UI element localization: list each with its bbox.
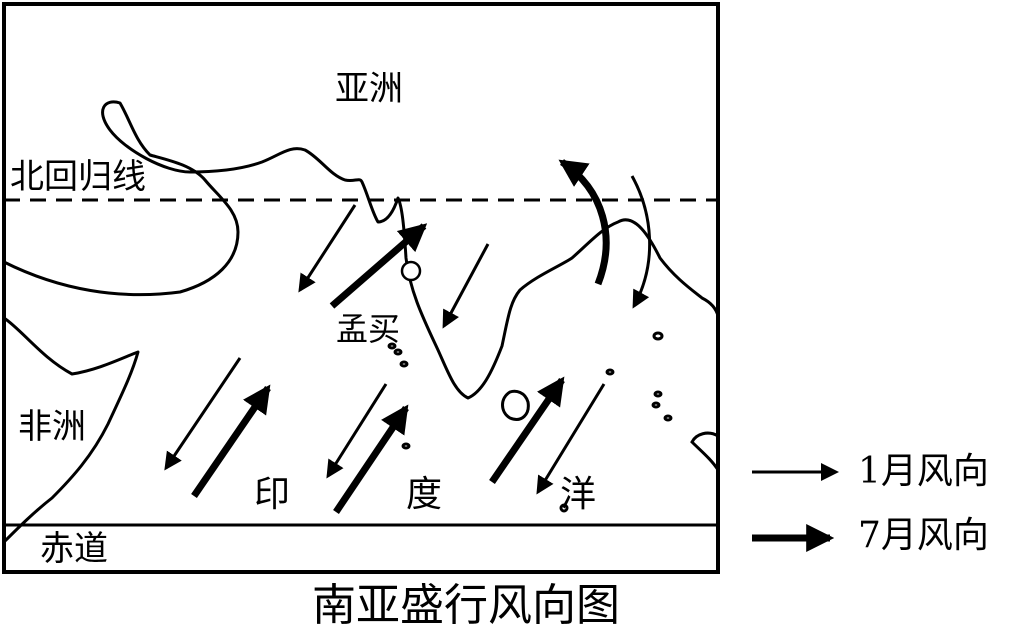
january-wind-arrow	[630, 175, 652, 309]
july-wind-arrows	[191, 159, 610, 514]
january-wind-arrow	[536, 383, 606, 495]
island-dot	[399, 360, 409, 368]
july-wind-arrow	[329, 223, 428, 309]
island-dot	[393, 348, 403, 356]
mumbai-marker	[400, 260, 422, 282]
indian-ocean-label-yang: 洋	[560, 474, 597, 515]
indian-ocean-label-yin: 印	[254, 474, 291, 515]
sumatra-coast	[690, 431, 720, 471]
map-frame	[2, 2, 720, 574]
tropic-of-cancer-label: 北回归线	[10, 157, 146, 197]
legend-july-label: 7月风向	[858, 515, 989, 556]
january-wind-arrow	[164, 357, 242, 471]
island-dot	[652, 331, 664, 341]
island-dot	[653, 390, 663, 398]
equator-label: 赤道	[40, 529, 108, 569]
indian-ocean-label-du: 度	[406, 474, 443, 515]
january-wind-arrow	[326, 383, 388, 479]
island-dot	[651, 401, 661, 409]
map-title: 南亚盛行风向图	[312, 580, 620, 631]
january-wind-arrow	[298, 204, 357, 293]
july-wind-arrow	[489, 376, 565, 484]
july-wind-arrow	[558, 159, 610, 286]
legend-january-label: 1月风向	[858, 451, 989, 492]
january-wind-arrows	[164, 175, 652, 495]
sri-lanka-island	[501, 389, 530, 421]
january-wind-arrow	[442, 243, 490, 329]
mumbai-label: 孟买	[336, 310, 401, 348]
island-dot	[401, 442, 411, 450]
asia-label: 亚洲	[335, 69, 403, 109]
island-dot	[559, 503, 569, 513]
coastline-asia	[3, 100, 720, 400]
island-dots	[387, 331, 673, 513]
july-wind-arrow	[191, 384, 271, 498]
island-dot	[387, 342, 397, 350]
island-dot	[663, 414, 673, 422]
island-dot	[605, 368, 615, 376]
africa-label: 非洲	[18, 407, 86, 447]
july-wind-arrow	[333, 404, 409, 514]
coastline-africa	[2, 316, 140, 544]
